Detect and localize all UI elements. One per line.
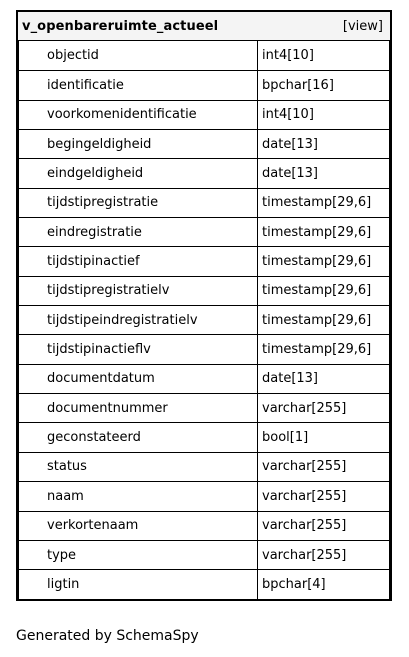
column-type: timestamp[29,6]: [258, 188, 390, 218]
column-name: ligtin: [18, 570, 258, 599]
column-name: voorkomenidentificatie: [18, 100, 258, 130]
column-type: bpchar[4]: [258, 570, 390, 599]
column-name: naam: [18, 482, 258, 511]
column-type: date[13]: [258, 159, 390, 188]
column-name: documentnummer: [18, 394, 258, 423]
column-type: int4[10]: [258, 41, 390, 71]
column-type: varchar[255]: [258, 511, 390, 540]
column-name: eindregistratie: [18, 218, 258, 247]
column-type: varchar[255]: [258, 452, 390, 482]
column-type: timestamp[29,6]: [258, 306, 390, 335]
footer-credit: Generated by SchemaSpy: [16, 628, 199, 644]
column-type: varchar[255]: [258, 540, 390, 570]
column-name: tijdstipregistratielv: [18, 276, 258, 306]
column-name: eindgeldigheid: [18, 159, 258, 188]
column-name: status: [18, 452, 258, 482]
column-type: date[13]: [258, 130, 390, 159]
column-type: varchar[255]: [258, 482, 390, 511]
column-name: geconstateerd: [18, 423, 258, 452]
column-type: timestamp[29,6]: [258, 247, 390, 276]
column-type: timestamp[29,6]: [258, 218, 390, 247]
column-name: objectid: [18, 41, 258, 71]
column-type: timestamp[29,6]: [258, 276, 390, 306]
column-name: verkortenaam: [18, 511, 258, 540]
column-name: tijdstipinactieflv: [18, 335, 258, 364]
column-type: varchar[255]: [258, 394, 390, 423]
column-type: bpchar[16]: [258, 71, 390, 100]
column-type: timestamp[29,6]: [258, 335, 390, 364]
entity-table: v_openbareruimte_actueel [view] objectid…: [16, 10, 392, 601]
column-name: tijdstipeindregistratielv: [18, 306, 258, 335]
column-type: bool[1]: [258, 423, 390, 452]
column-name: begingeldigheid: [18, 130, 258, 159]
column-type: int4[10]: [258, 100, 390, 130]
entity-header: v_openbareruimte_actueel [view]: [18, 12, 390, 41]
column-name: tijdstipregistratie: [18, 188, 258, 218]
column-name: identificatie: [18, 71, 258, 100]
column-name: type: [18, 540, 258, 570]
table-kind: [view]: [342, 18, 383, 34]
column-name: documentdatum: [18, 364, 258, 394]
column-type: date[13]: [258, 364, 390, 394]
table-name: v_openbareruimte_actueel: [22, 18, 219, 34]
column-name: tijdstipinactief: [18, 247, 258, 276]
